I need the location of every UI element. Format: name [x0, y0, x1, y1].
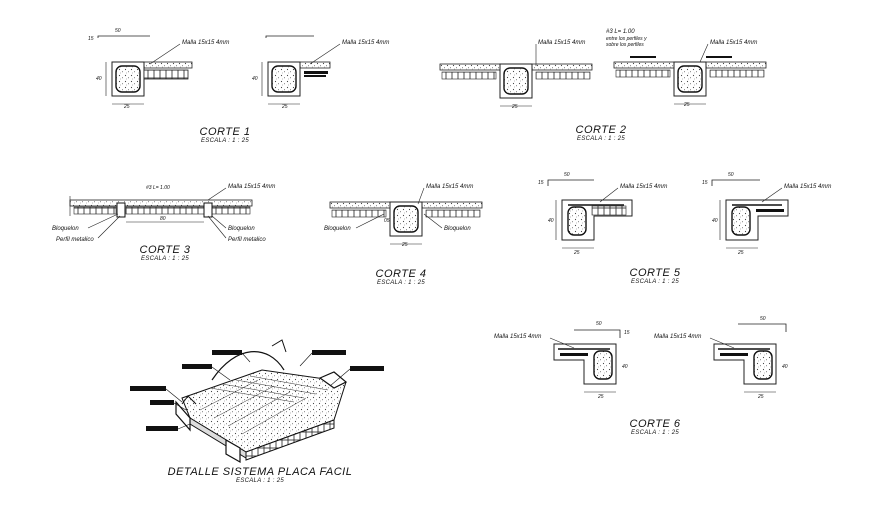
svg-text:Malla 15x15 4mm: Malla 15x15 4mm [654, 334, 701, 340]
corte-5-drawing-a: 50 15 40 25 Malla 15x15 4mm [538, 172, 667, 256]
dim-80: 80 [160, 216, 166, 222]
corte-1-title: CORTE 1 [199, 126, 251, 138]
svg-text:Malla 15x15 4mm: Malla 15x15 4mm [228, 184, 275, 190]
dim-05: 05 [384, 218, 390, 224]
corte-4-title: CORTE 4 [375, 268, 427, 280]
label-bloquelon: Bloquelon [52, 226, 79, 232]
svg-text:Bloquelon: Bloquelon [228, 226, 255, 232]
corte-2-drawing-a: 25 Malla 15x15 4mm [439, 40, 593, 110]
corte-1-drawing-a: 50 15 40 25 Malla 15x15 4mm [88, 28, 229, 110]
caption-corte-3: CORTE 3 ESCALA : 1 : 25 [110, 244, 220, 262]
svg-text:Bloquelon: Bloquelon [324, 226, 351, 232]
svg-text:Malla 15x15 4mm: Malla 15x15 4mm [538, 40, 585, 46]
caption-corte-4: CORTE 4 ESCALA : 1 : 25 [346, 268, 456, 286]
caption-corte-1: CORTE 1 ESCALA : 1 : 25 [170, 126, 280, 144]
label-varilla: #3 L= 1.00 [606, 29, 635, 35]
annotation-block [150, 400, 174, 405]
svg-text:25: 25 [573, 250, 580, 256]
caption-corte-6: CORTE 6 ESCALA : 1 : 25 [600, 418, 710, 436]
annotation-block [146, 426, 178, 431]
caption-detalle: DETALLE SISTEMA PLACA FACIL ESCALA : 1 :… [160, 466, 360, 484]
detalle-scale: ESCALA : 1 : 25 [236, 478, 284, 484]
svg-text:15: 15 [702, 180, 708, 186]
svg-text:15: 15 [624, 330, 630, 336]
svg-text:25: 25 [737, 250, 744, 256]
corte-3-drawing: 80 #3 L= 1.00 Malla 15x15 4mm Bloquelon … [52, 184, 275, 243]
svg-text:#3 L= 1.00: #3 L= 1.00 [146, 185, 170, 191]
svg-text:15: 15 [538, 180, 544, 186]
corte-4-scale: ESCALA : 1 : 25 [377, 280, 425, 286]
svg-text:40: 40 [622, 364, 628, 370]
corte-1-scale: ESCALA : 1 : 25 [201, 138, 249, 144]
label-entre: entre los perfiles y [606, 36, 647, 42]
svg-text:25: 25 [757, 394, 764, 400]
svg-text:25: 25 [597, 394, 604, 400]
annotation-block [312, 350, 346, 355]
placa-facil-isometric [130, 339, 384, 464]
label-malla: Malla 15x15 4mm [182, 40, 229, 46]
dim-15: 15 [88, 36, 94, 42]
annotation-block [182, 364, 212, 369]
corte-5-title: CORTE 5 [629, 267, 681, 279]
svg-text:Malla 15x15 4mm: Malla 15x15 4mm [710, 40, 757, 46]
corte-6-drawing-a: 50 15 40 25 Malla 15x15 4mm [494, 321, 630, 400]
detalle-title: DETALLE SISTEMA PLACA FACIL [167, 466, 353, 478]
svg-text:25: 25 [401, 242, 408, 248]
svg-text:50: 50 [564, 172, 570, 178]
label-sobre: sobre los perfiles [606, 42, 644, 48]
annotation-block [350, 366, 384, 371]
corte-2-drawing-b: 25 #3 L= 1.00 entre los perfiles y sobre… [606, 29, 767, 108]
svg-text:50: 50 [728, 172, 734, 178]
svg-text:25: 25 [281, 104, 288, 110]
svg-text:25: 25 [683, 102, 690, 108]
corte-6-title: CORTE 6 [629, 418, 681, 430]
svg-text:40: 40 [548, 218, 554, 224]
corte-4-drawing: 05 25 Malla 15x15 4mm Bloquelon Bloquelo… [324, 184, 483, 248]
annotation-block [212, 350, 242, 355]
label-perfil: Perfil metalico [56, 237, 94, 243]
dim-50: 50 [115, 28, 121, 34]
svg-text:Bloquelon: Bloquelon [444, 226, 471, 232]
svg-text:50: 50 [760, 316, 766, 322]
corte-6-drawing-b: 50 40 25 Malla 15x15 4mm [654, 316, 788, 400]
svg-text:Malla 15x15 4mm: Malla 15x15 4mm [784, 184, 831, 190]
svg-text:Malla 15x15 4mm: Malla 15x15 4mm [620, 184, 667, 190]
caption-corte-5: CORTE 5 ESCALA : 1 : 25 [600, 267, 710, 285]
svg-text:40: 40 [252, 76, 258, 82]
svg-text:Perfil metalico: Perfil metalico [228, 237, 266, 243]
svg-text:Malla 15x15 4mm: Malla 15x15 4mm [494, 334, 541, 340]
svg-text:Malla 15x15 4mm: Malla 15x15 4mm [426, 184, 473, 190]
svg-text:40: 40 [782, 364, 788, 370]
svg-text:25: 25 [511, 104, 518, 110]
corte-3-title: CORTE 3 [139, 244, 191, 256]
corte-6-scale: ESCALA : 1 : 25 [631, 430, 679, 436]
svg-text:40: 40 [712, 218, 718, 224]
dim-40: 40 [96, 76, 102, 82]
caption-corte-2: CORTE 2 ESCALA : 1 : 25 [546, 124, 656, 142]
corte-5-drawing-b: 50 15 40 25 Malla 15x15 4mm [702, 172, 831, 256]
corte-5-scale: ESCALA : 1 : 25 [631, 279, 679, 285]
svg-text:50: 50 [596, 321, 602, 327]
corte-3-scale: ESCALA : 1 : 25 [141, 256, 189, 262]
corte-2-scale: ESCALA : 1 : 25 [577, 136, 625, 142]
dim-25: 25 [123, 104, 130, 110]
svg-text:Malla 15x15 4mm: Malla 15x15 4mm [342, 40, 389, 46]
annotation-block [130, 386, 166, 391]
corte-1-drawing-b: 40 25 Malla 15x15 4mm [252, 35, 389, 110]
corte-2-title: CORTE 2 [575, 124, 627, 136]
